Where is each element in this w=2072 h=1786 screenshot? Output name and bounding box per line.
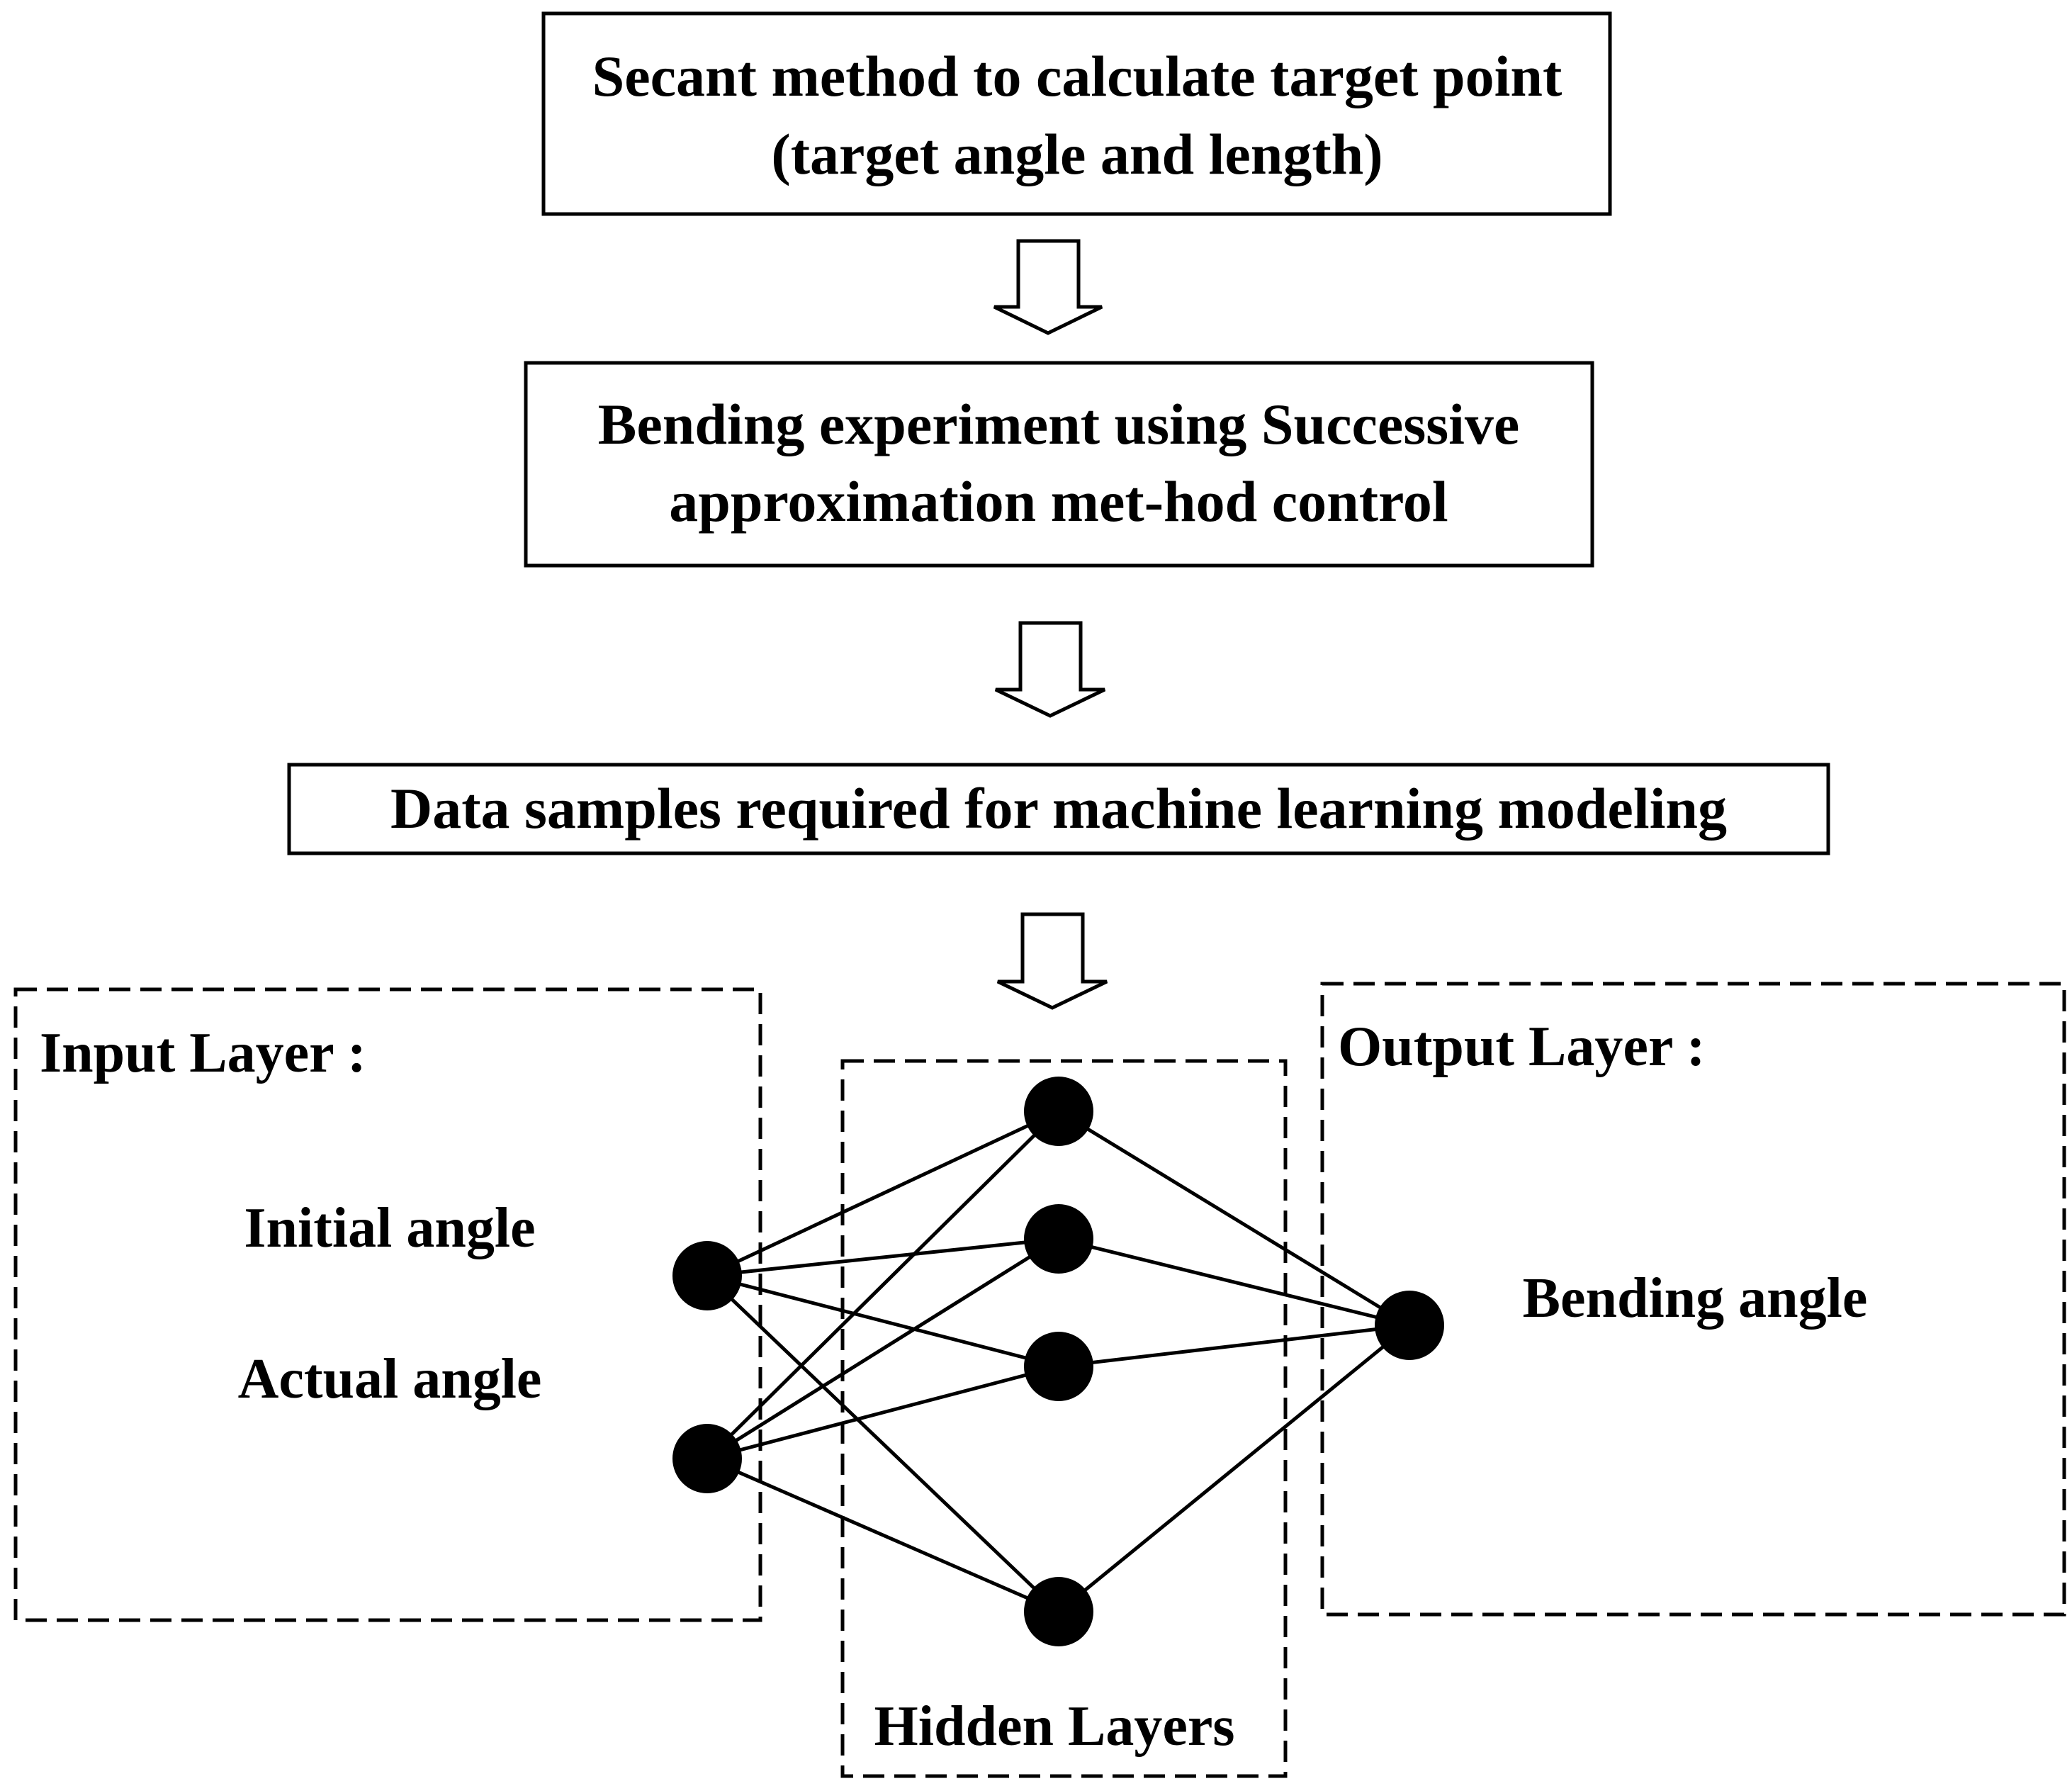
input-layer-box xyxy=(13,987,762,1622)
hidden-node-1 xyxy=(1024,1077,1093,1146)
hidden-node-2 xyxy=(1024,1204,1093,1274)
down-arrow-3 xyxy=(996,912,1108,1010)
network-nodes xyxy=(672,1077,1444,1646)
hidden-layers-box xyxy=(840,1059,1288,1778)
output-layer-title: Output Layer : xyxy=(1338,1016,1706,1078)
edge-in1-h1 xyxy=(706,1109,1060,1278)
step1-line1: Secant method to calculate target point xyxy=(592,44,1563,108)
edge-h3-out xyxy=(1058,1323,1410,1369)
input-node-2 xyxy=(672,1424,742,1493)
edge-in1-h3 xyxy=(706,1274,1059,1369)
hidden-node-3 xyxy=(1024,1332,1093,1401)
step2-box xyxy=(524,361,1594,568)
input-node-1 xyxy=(672,1241,742,1310)
hidden-layers-title: Hidden Layers xyxy=(874,1695,1235,1758)
step2-line2: approximation met-hod control xyxy=(669,469,1448,534)
input-item-actual-angle: Actual angle xyxy=(238,1348,542,1410)
output-node xyxy=(1375,1291,1444,1360)
step1-box xyxy=(541,11,1612,216)
edge-in1-h4 xyxy=(706,1274,1060,1613)
output-item-bending-angle: Bending angle xyxy=(1523,1267,1868,1330)
edge-in2-h4 xyxy=(706,1456,1059,1614)
edge-h2-out xyxy=(1058,1237,1410,1327)
step3-box xyxy=(287,763,1830,855)
edge-in2-h1 xyxy=(706,1110,1060,1460)
edge-in2-h2 xyxy=(706,1237,1060,1461)
input-item-initial-angle: Initial angle xyxy=(244,1197,535,1259)
edge-in2-h3 xyxy=(706,1364,1059,1461)
input-layer-title: Input Layer : xyxy=(40,1022,366,1084)
down-arrow-1 xyxy=(993,239,1103,335)
edge-h1-out xyxy=(1057,1109,1411,1327)
down-arrow-2 xyxy=(994,621,1106,718)
step1-line2: (target angle and length) xyxy=(771,122,1383,186)
hidden-node-4 xyxy=(1024,1577,1093,1646)
step3-line1: Data samples required for machine learni… xyxy=(390,776,1727,841)
edge-in1-h2 xyxy=(706,1237,1059,1278)
step2-line1: Bending experiment using Successive xyxy=(598,392,1520,456)
edge-h4-out xyxy=(1057,1324,1411,1613)
network-connections xyxy=(706,1109,1411,1614)
